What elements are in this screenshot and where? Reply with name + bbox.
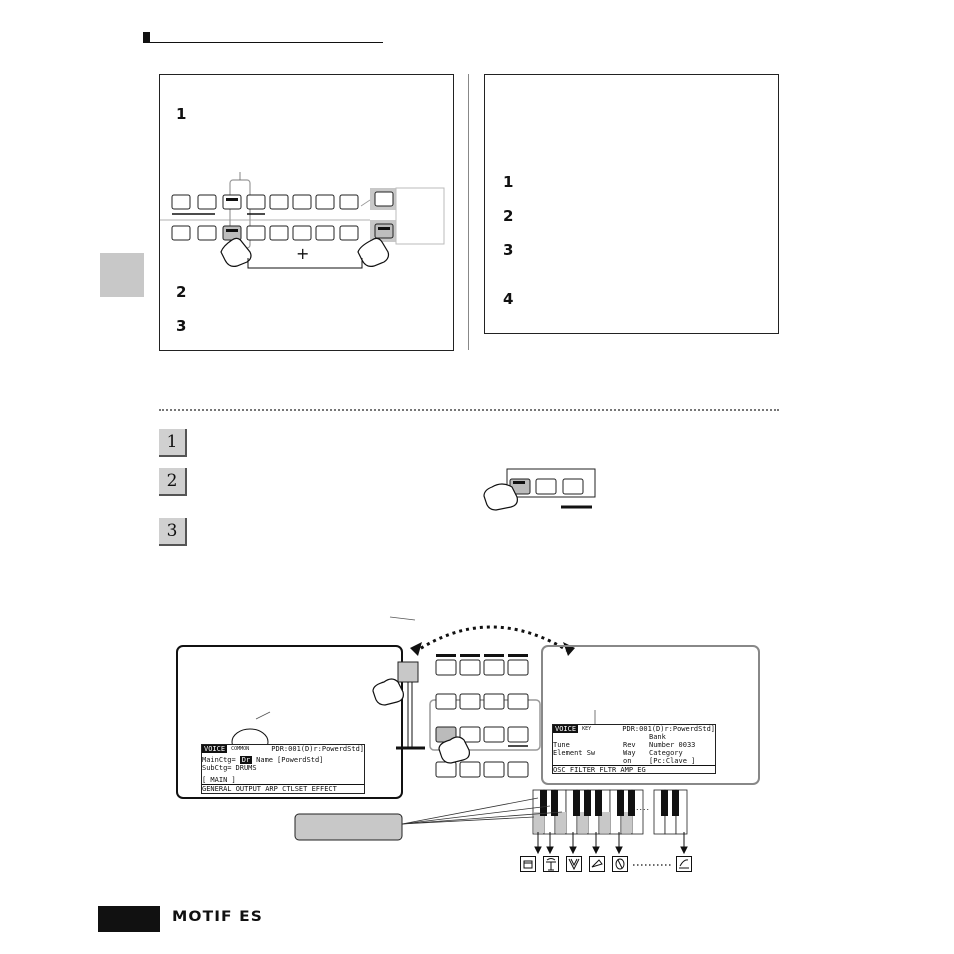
lcd-common-line1c: [PowerdStd] bbox=[277, 756, 324, 764]
lcd-key-tag: KEY bbox=[582, 726, 592, 732]
lcd-common-line1a: MainCtg= bbox=[202, 756, 236, 764]
step-badge-3: 3 bbox=[159, 518, 187, 546]
step-badge-2: 2 bbox=[159, 468, 187, 496]
left-step-2: 2 bbox=[176, 283, 187, 301]
lcd-common-patch: PDR:001(D)r:PowerdStd] bbox=[271, 745, 364, 753]
triangle-icon bbox=[589, 856, 605, 872]
footer-black-bar bbox=[98, 906, 160, 932]
lcd-common-mode: VOICE bbox=[202, 745, 228, 753]
right-procedure-box: 1 2 3 4 bbox=[484, 74, 779, 334]
lcd-key-l5d: on bbox=[623, 757, 632, 765]
step-badge-1: 1 bbox=[159, 429, 187, 457]
left-step-1: 1 bbox=[176, 105, 187, 123]
lcd-key-foot: OSC FILTER FLTR AMP EG bbox=[553, 765, 715, 773]
dotted-separator bbox=[159, 409, 779, 411]
lcd-key-screen: VOICE KEY PDR:001(D)r:PowerdStd] Tune El… bbox=[552, 724, 716, 774]
tambourine-icon bbox=[612, 856, 628, 872]
guiro-icon bbox=[676, 856, 692, 872]
keyboard-ellipsis: .... bbox=[636, 802, 651, 812]
lcd-key-l4: [Pc:Clave ] bbox=[649, 757, 696, 765]
lcd-common-line1b: Name bbox=[256, 756, 274, 764]
snare-drum-icon bbox=[520, 856, 536, 872]
lcd-common-screen: VOICE COMMON PDR:001(D)r:PowerdStd] Main… bbox=[201, 744, 365, 794]
panel-buttons-diagram bbox=[160, 172, 445, 269]
plus-sign: + bbox=[296, 244, 310, 263]
column-divider bbox=[468, 74, 469, 350]
lcd-key-patch: PDR:001(D)r:PowerdStd] bbox=[622, 725, 715, 733]
section-side-tab bbox=[100, 253, 144, 297]
lcd-common-line2b: DRUMS bbox=[235, 764, 257, 772]
hi-hat-icon bbox=[543, 856, 559, 872]
percussion-icons-row bbox=[520, 856, 700, 876]
voice-edit-diagram bbox=[176, 616, 760, 866]
lcd-common-foot: GENERAL OUTPUT ARP CTLSET EFFECT bbox=[202, 784, 364, 793]
lcd-key-l3: Category bbox=[649, 749, 683, 757]
brand-logo: MOTIF ES bbox=[172, 909, 263, 925]
right-step-3: 3 bbox=[503, 241, 514, 259]
lcd-key-mode: VOICE bbox=[553, 725, 579, 733]
lcd-common-badge: Dr bbox=[239, 756, 253, 764]
left-procedure-box: 1 bbox=[159, 74, 454, 351]
lcd-key-l2: Number bbox=[649, 741, 675, 749]
lcd-key-l1: Bank bbox=[649, 733, 666, 741]
right-step-4: 4 bbox=[503, 290, 514, 308]
lcd-common-foot2: [ MAIN ] bbox=[202, 776, 236, 784]
header-rule bbox=[143, 42, 383, 43]
lcd-key-l5a: Tune bbox=[553, 741, 570, 749]
lcd-common-tag: COMMON bbox=[231, 746, 250, 752]
lcd-key-l2v: 0033 bbox=[678, 741, 696, 749]
lcd-common-line2a: SubCtg= bbox=[202, 764, 232, 772]
left-step-3: 3 bbox=[176, 317, 187, 335]
right-step-1: 1 bbox=[503, 173, 514, 191]
cymbal-icon bbox=[566, 856, 582, 872]
lcd-key-l5b: Element Sw bbox=[553, 749, 596, 757]
lcd-key-l5c: Rev Way bbox=[623, 741, 636, 757]
right-step-2: 2 bbox=[503, 207, 514, 225]
header-marker bbox=[143, 32, 150, 43]
common-button-diagram bbox=[483, 468, 596, 511]
